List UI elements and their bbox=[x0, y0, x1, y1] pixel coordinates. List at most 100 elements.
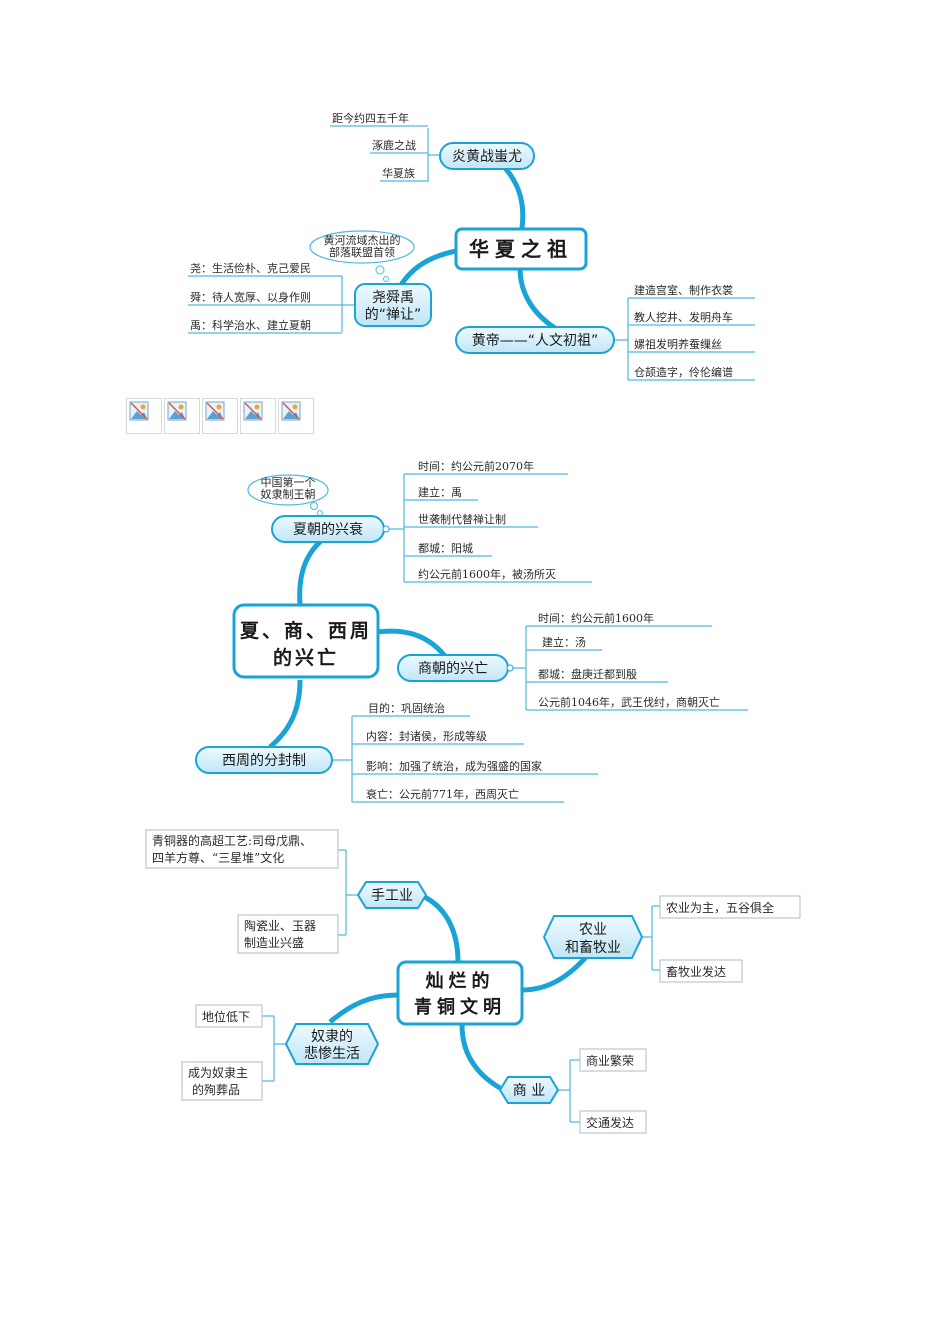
shang-item: 时间：约公元前1600年 bbox=[538, 611, 654, 625]
center-node-huaxia: 华夏之祖 bbox=[454, 227, 588, 271]
center-title: 华夏之祖 bbox=[469, 237, 573, 261]
agriculture-title: 农业 bbox=[579, 922, 607, 938]
yaoshunyu-item: 舜：待人宽厚、以身作则 bbox=[190, 290, 311, 304]
zhou-node: 西周的分封制 bbox=[195, 746, 333, 774]
xia-item: 世袭制代替禅让制 bbox=[418, 512, 506, 526]
image-placeholder-icon[interactable] bbox=[278, 398, 314, 434]
image-placeholder-icon[interactable] bbox=[126, 398, 162, 434]
yanhuang-leaves: 距今约四五千年 涿鹿之战 华夏族 bbox=[330, 111, 440, 182]
agriculture-item: 畜牧业发达 bbox=[666, 964, 726, 979]
yanhuang-item: 涿鹿之战 bbox=[372, 138, 416, 152]
huangdi-leaves: 建造宫室、制作衣裳 教人挖井、发明舟车 嫘祖发明养蚕缫丝 仓颉造字，伶伦编谱 bbox=[614, 283, 755, 381]
yaoshunyu-leaves: 尧：生活俭朴、克己爱民 舜：待人宽厚、以身作则 禹：科学治水、建立夏朝 bbox=[188, 261, 355, 334]
center-title: 夏、商、西周 bbox=[240, 619, 372, 642]
image-placeholder-icon[interactable] bbox=[164, 398, 200, 434]
yaoshunyu-item: 禹：科学治水、建立夏朝 bbox=[190, 318, 311, 332]
bubble-line: 中国第一个 bbox=[261, 475, 316, 489]
bubble-line: 奴隶制王朝 bbox=[261, 487, 316, 501]
agriculture-title: 和畜牧业 bbox=[565, 940, 621, 956]
yaoshunyu-node: 尧舜禹 的“禅让” bbox=[354, 283, 432, 327]
commerce-box-1: 商业繁荣 bbox=[579, 1048, 647, 1072]
agriculture-connectors bbox=[640, 905, 660, 971]
branch-huangdi bbox=[517, 267, 557, 331]
slaves-title: 悲惨生活 bbox=[304, 1045, 360, 1062]
handicraft-node: 手工业 bbox=[356, 881, 428, 909]
yanhuang-item: 华夏族 bbox=[382, 166, 415, 180]
xia-item: 都城：阳城 bbox=[418, 542, 473, 555]
xia-node: 夏朝的兴衰 bbox=[271, 515, 390, 543]
handicraft-item: 四羊方尊、“三星堆”文化 bbox=[152, 850, 284, 865]
xia-title: 夏朝的兴衰 bbox=[293, 521, 363, 538]
image-placeholder-icon[interactable] bbox=[202, 398, 238, 434]
map-xia-shang-zhou: 中国第一个 奴隶制王朝 时间：约公元前2070年 建立：禹 世袭制代替禅让制 都… bbox=[195, 459, 748, 803]
handicraft-connectors bbox=[338, 849, 358, 936]
huangdi-item: 嫘祖发明养蚕缫丝 bbox=[634, 337, 722, 351]
slaves-item: 成为奴隶主 bbox=[188, 1066, 248, 1080]
slaves-item: 地位低下 bbox=[202, 1009, 250, 1024]
handicraft-title: 手工业 bbox=[371, 888, 413, 904]
handicraft-item: 制造业兴盛 bbox=[244, 935, 304, 950]
shang-item: 都城：盘庚迁都到殷 bbox=[538, 667, 637, 681]
shang-leaves: 时间：约公元前1600年 建立：汤 都城：盘庚迁都到殷 公元前1046年，武王伐… bbox=[512, 611, 748, 711]
handicraft-box-2: 陶瓷业、玉器 制造业兴盛 bbox=[237, 914, 339, 954]
huangdi-item: 仓颉造字，伶伦编谱 bbox=[634, 365, 733, 379]
huangdi-title: 黄帝——“人文初祖” bbox=[472, 332, 599, 349]
huangdi-item: 建造宫室、制作衣裳 bbox=[634, 283, 733, 297]
slaves-node: 奴隶的 悲惨生活 bbox=[284, 1023, 380, 1065]
commerce-node: 商 业 bbox=[498, 1076, 560, 1104]
shang-node: 商朝的兴亡 bbox=[397, 654, 514, 682]
branch-shang bbox=[377, 628, 447, 658]
branch-zhou bbox=[268, 679, 303, 749]
slaves-title: 奴隶的 bbox=[311, 1028, 353, 1045]
handicraft-item: 青铜器的高超工艺:司母戊鼎、 bbox=[152, 833, 312, 848]
branch-handicraft bbox=[418, 892, 461, 963]
commerce-title: 商 业 bbox=[513, 1083, 545, 1099]
map-huaxia-ancestors: 距今约四五千年 涿鹿之战 华夏族 炎黄战蚩尤 华夏之祖 黄河流域杰出的 部落联盟… bbox=[188, 111, 755, 381]
shang-item: 建立：汤 bbox=[542, 635, 586, 649]
branch-slaves bbox=[328, 992, 399, 1024]
shang-item: 公元前1046年，武王伐纣，商朝灭亡 bbox=[538, 695, 720, 709]
zhou-leaves: 目的：巩固统治 内容：封诸侯，形成等级 影响：加强了统治，成为强盛的国家 衰亡：… bbox=[332, 701, 598, 803]
agriculture-box-2: 畜牧业发达 bbox=[659, 959, 743, 983]
center-title: 灿烂的 bbox=[426, 970, 495, 992]
yaoshunyu-bubble: 黄河流域杰出的 部落联盟首领 bbox=[309, 230, 415, 282]
slaves-box-1: 地位低下 bbox=[195, 1004, 263, 1028]
center-title: 的兴亡 bbox=[273, 646, 339, 669]
yaoshunyu-item: 尧：生活俭朴、克己爱民 bbox=[190, 261, 311, 275]
huangdi-item: 教人挖井、发明舟车 bbox=[634, 310, 733, 324]
agriculture-box-1: 农业为主，五谷俱全 bbox=[659, 895, 801, 919]
yanhuang-item: 距今约四五千年 bbox=[332, 111, 409, 125]
agriculture-item: 农业为主，五谷俱全 bbox=[666, 900, 774, 915]
branch-xia bbox=[297, 538, 324, 606]
branch-yanhuang bbox=[503, 166, 526, 229]
xia-item: 时间：约公元前2070年 bbox=[418, 459, 534, 473]
yaoshunyu-title: 尧舜禹 bbox=[372, 290, 414, 306]
image-placeholder-icon[interactable] bbox=[240, 398, 276, 434]
map-bronze-civilization: 青铜器的高超工艺:司母戊鼎、 四羊方尊、“三星堆”文化 陶瓷业、玉器 制造业兴盛… bbox=[145, 829, 801, 1134]
yanhuang-title: 炎黄战蚩尤 bbox=[452, 148, 522, 165]
branch-agriculture bbox=[521, 953, 590, 993]
zhou-item: 内容：封诸侯，形成等级 bbox=[366, 729, 487, 743]
huangdi-node: 黄帝——“人文初祖” bbox=[455, 326, 615, 354]
slaves-item: 的殉葬品 bbox=[192, 1082, 240, 1097]
shang-title: 商朝的兴亡 bbox=[418, 661, 488, 677]
commerce-item: 商业繁荣 bbox=[586, 1053, 634, 1068]
zhou-item: 目的：巩固统治 bbox=[368, 701, 445, 715]
yaoshunyu-title: 的“禅让” bbox=[365, 307, 422, 323]
zhou-item: 影响：加强了统治，成为强盛的国家 bbox=[366, 759, 542, 773]
slaves-box-2: 成为奴隶主 的殉葬品 bbox=[181, 1061, 263, 1101]
handicraft-box-1: 青铜器的高超工艺:司母戊鼎、 四羊方尊、“三星堆”文化 bbox=[145, 829, 339, 869]
slaves-connectors bbox=[262, 1015, 286, 1082]
commerce-box-2: 交通发达 bbox=[579, 1110, 647, 1134]
xia-leaves: 时间：约公元前2070年 建立：禹 世袭制代替禅让制 都城：阳城 约公元前160… bbox=[384, 459, 592, 583]
yanhuang-node: 炎黄战蚩尤 bbox=[439, 142, 535, 170]
bubble-line: 黄河流域杰出的 bbox=[324, 233, 401, 247]
xia-bubble: 中国第一个 奴隶制王朝 bbox=[247, 474, 329, 516]
handicraft-item: 陶瓷业、玉器 bbox=[244, 918, 316, 933]
zhou-item: 衰亡：公元前771年，西周灭亡 bbox=[366, 787, 519, 801]
center-node-bronze: 灿烂的 青铜文明 bbox=[396, 960, 524, 1026]
xia-item: 约公元前1600年，被汤所灭 bbox=[418, 567, 556, 581]
commerce-item: 交通发达 bbox=[586, 1115, 634, 1130]
xia-item: 建立：禹 bbox=[418, 485, 462, 499]
commerce-connectors bbox=[558, 1059, 580, 1123]
